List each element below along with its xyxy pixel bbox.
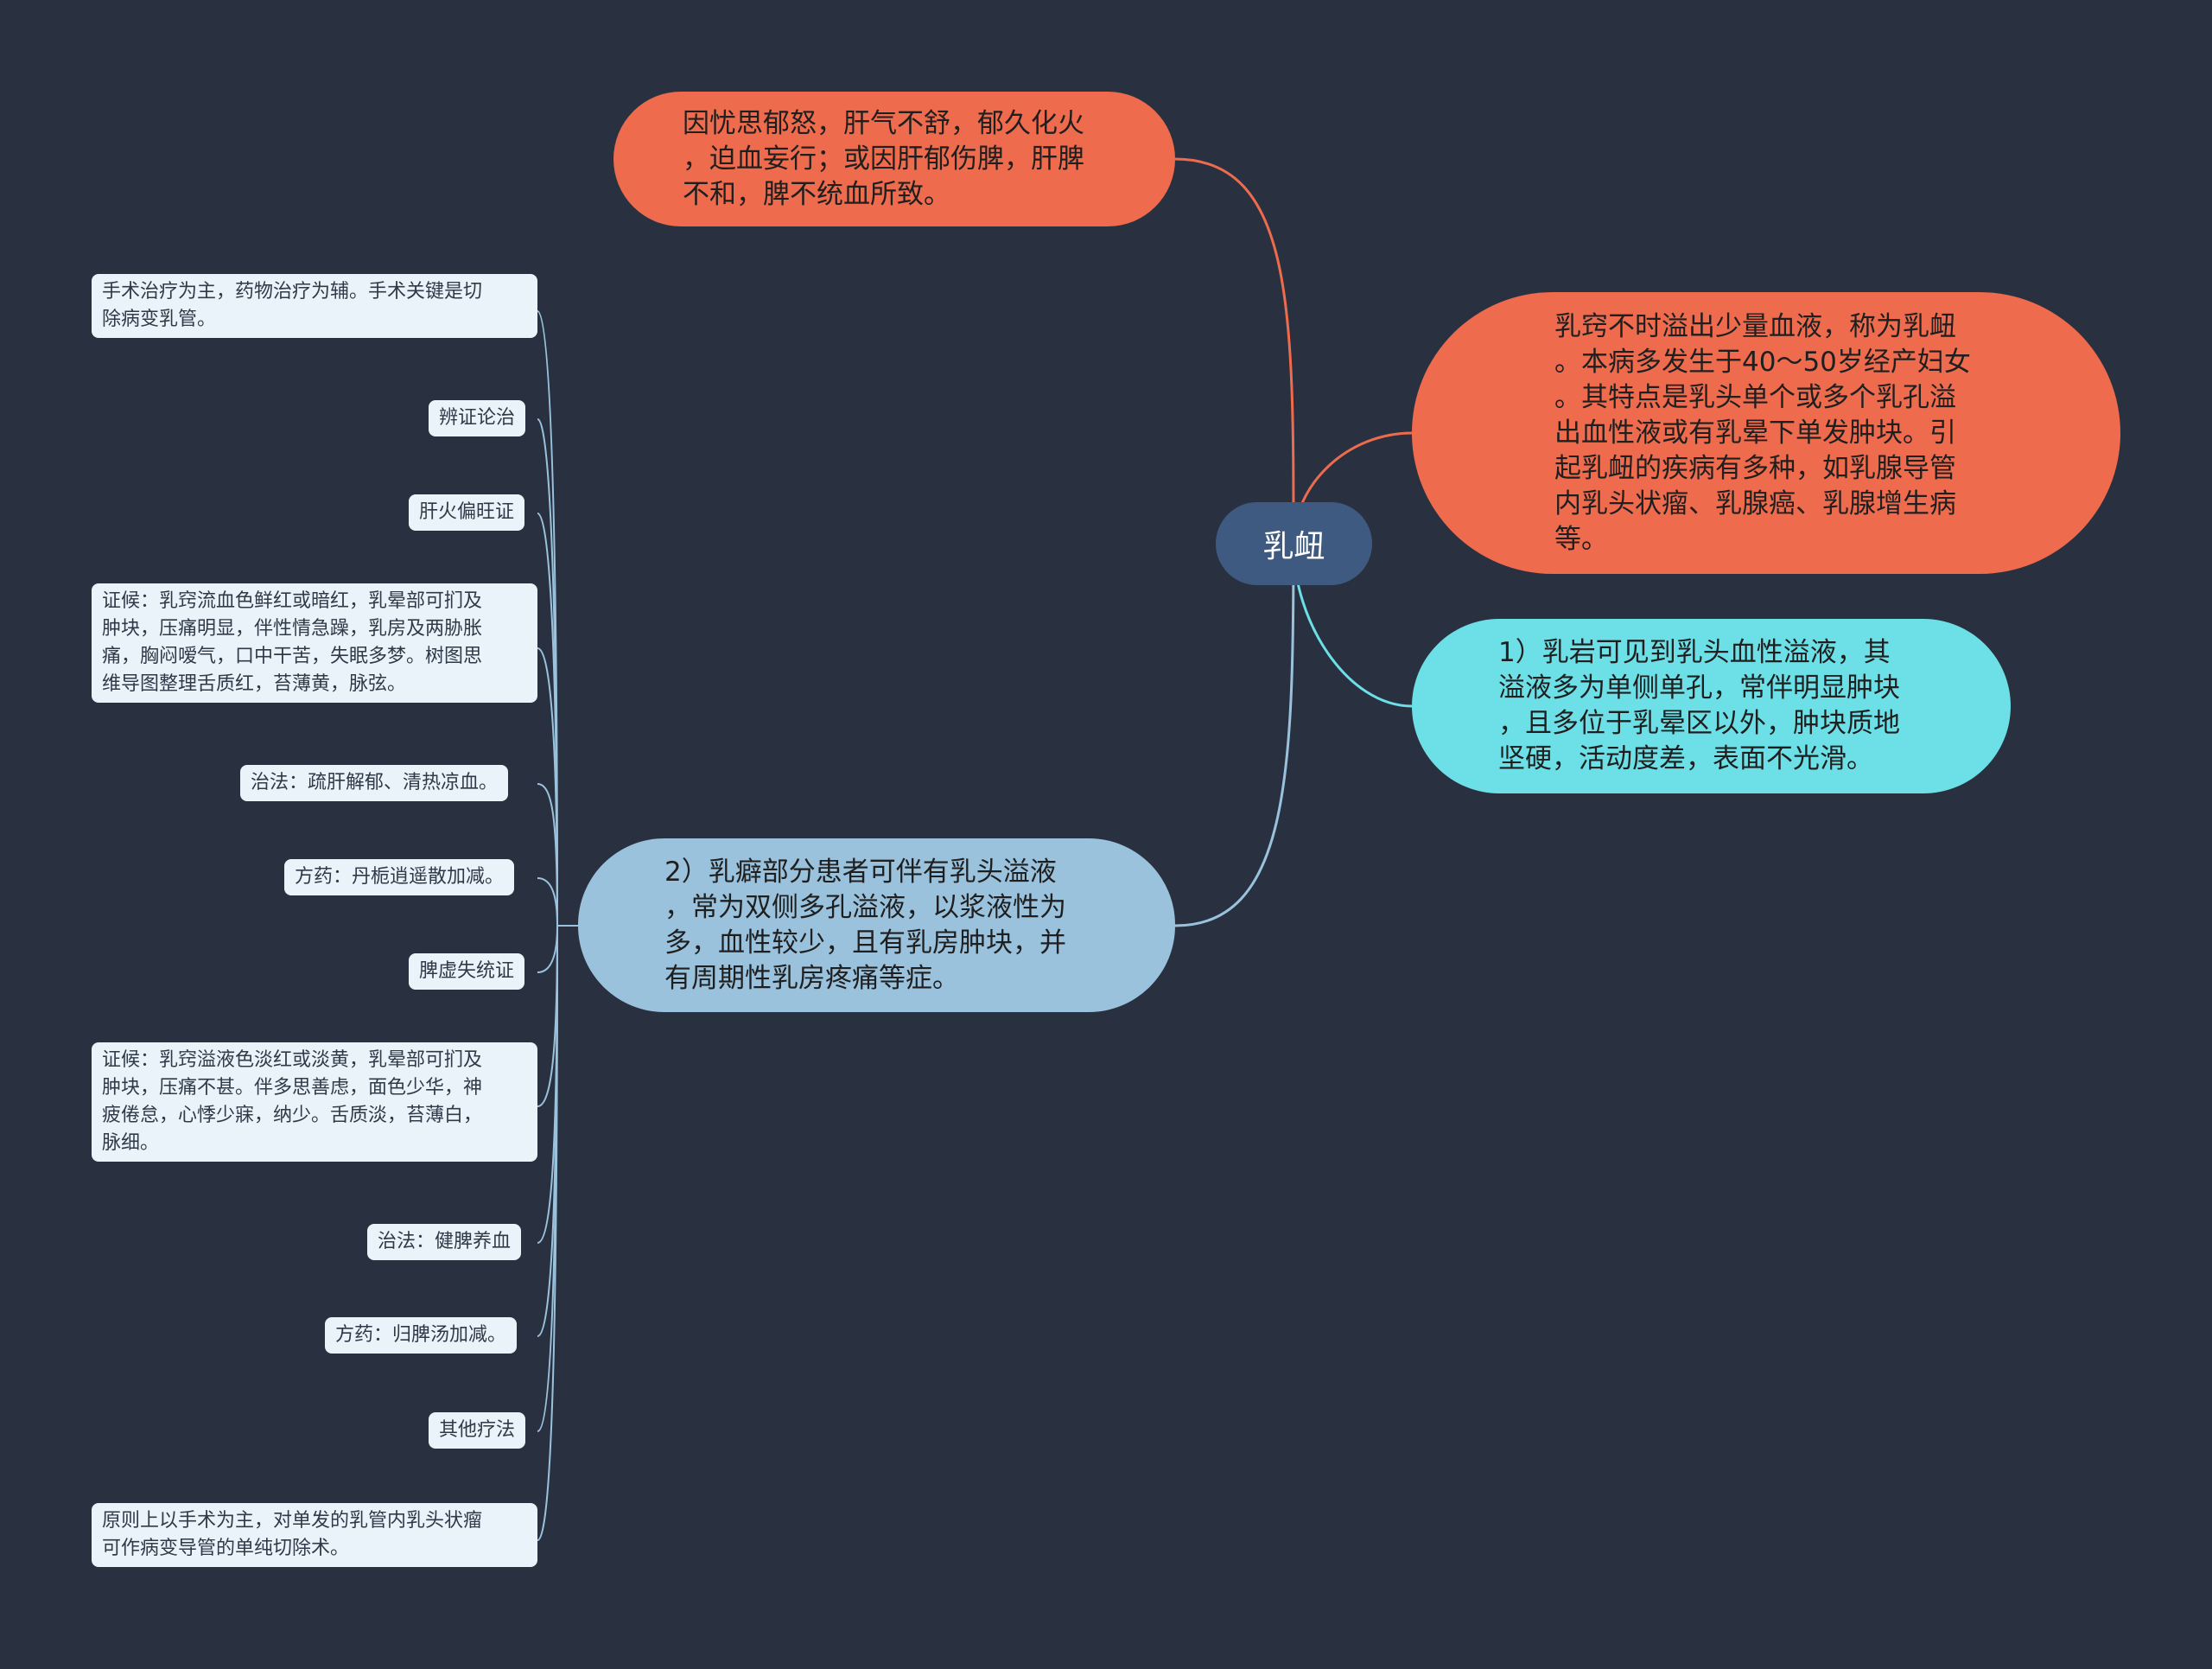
leaf-links bbox=[537, 310, 578, 1541]
branch-cause[interactable]: 因忧思郁怒，肝气不舒，郁久化火 ，迫血妄行；或因肝郁伤脾，肝脾 不和，脾不统血所… bbox=[613, 92, 1175, 226]
branch-differential-2[interactable]: 2）乳癖部分患者可伴有乳头溢液 ，常为双侧多孔溢液，以浆液性为 多，血性较少，且… bbox=[578, 838, 1175, 1012]
leaf-surgery-principle[interactable]: 手术治疗为主，药物治疗为辅。手术关键是切 除病变乳管。 bbox=[92, 274, 537, 338]
leaf-liver-fire[interactable]: 肝火偏旺证 bbox=[409, 494, 525, 531]
leaf-liver-fire-symptoms[interactable]: 证候：乳窍流血色鲜红或暗红，乳晕部可扪及 肿块，压痛明显，伴性情急躁，乳房及两胁… bbox=[92, 583, 537, 703]
branch-differential-1-text: 1）乳岩可见到乳头血性溢液，其 溢液多为单侧单孔，常伴明显肿块 ，且多位于乳晕区… bbox=[1498, 637, 1900, 774]
branch-cause-text: 因忧思郁怒，肝气不舒，郁久化火 ，迫血妄行；或因肝郁伤脾，肝脾 不和，脾不统血所… bbox=[683, 107, 1084, 210]
branch-definition-text: 乳窍不时溢出少量血液，称为乳衄 。本病多发生于40～50岁经产妇女 。其特点是乳… bbox=[1554, 310, 1971, 555]
leaf-spleen-formula[interactable]: 方药：归脾汤加减。 bbox=[325, 1317, 518, 1354]
link-top bbox=[1174, 157, 1295, 545]
leaf-link-12 bbox=[537, 925, 578, 1541]
leaf-liver-fire-formula[interactable]: 方药：丹栀逍遥散加减。 bbox=[284, 859, 515, 895]
central-topic[interactable]: 乳衄 bbox=[1216, 502, 1372, 585]
leaf-surgical-excision[interactable]: 原则上以手术为主，对单发的乳管内乳头状瘤 可作病变导管的单纯切除术。 bbox=[92, 1503, 537, 1567]
link-left bbox=[1174, 543, 1295, 927]
leaf-other-therapies[interactable]: 其他疗法 bbox=[429, 1412, 526, 1449]
leaf-spleen-treatment[interactable]: 治法：健脾养血 bbox=[367, 1224, 522, 1260]
branch-differential-2-text: 2）乳癖部分患者可伴有乳头溢液 ，常为双侧多孔溢液，以浆液性为 多，血性较少，且… bbox=[664, 856, 1066, 994]
branch-differential-1[interactable]: 1）乳岩可见到乳头血性溢液，其 溢液多为单侧单孔，常伴明显肿块 ，且多位于乳晕区… bbox=[1412, 619, 2011, 793]
leaf-liver-fire-treatment[interactable]: 治法：疏肝解郁、清热凉血。 bbox=[240, 765, 509, 801]
leaf-spleen-deficiency-symptoms[interactable]: 证候：乳窍溢液色淡红或淡黄，乳晕部可扪及 肿块，压痛不甚。伴多思善虑，面色少华，… bbox=[92, 1042, 537, 1162]
leaf-spleen-deficiency[interactable]: 脾虚失统证 bbox=[409, 953, 525, 990]
leaf-syndrome-differentiation[interactable]: 辨证论治 bbox=[429, 400, 526, 436]
branch-definition[interactable]: 乳窍不时溢出少量血液，称为乳衄 。本病多发生于40～50岁经产妇女 。其特点是乳… bbox=[1412, 292, 2120, 574]
